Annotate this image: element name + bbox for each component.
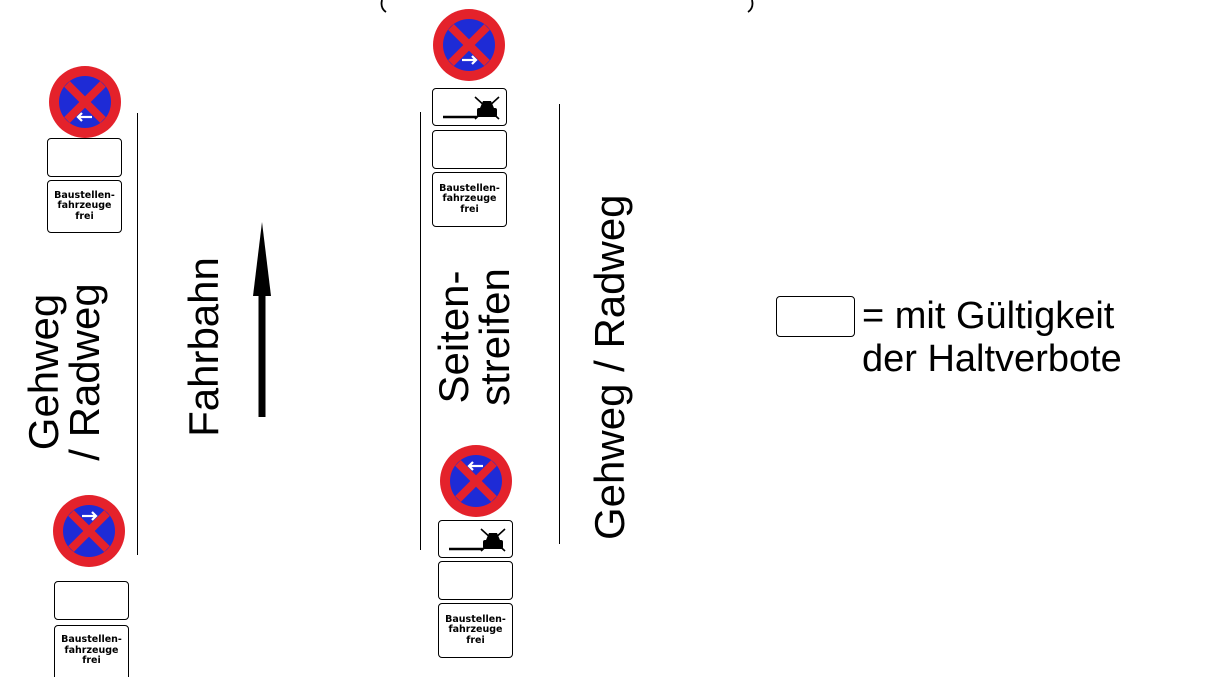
parking-strip-plate-mid-top <box>432 88 507 126</box>
lane-line-left <box>137 113 138 555</box>
no-stopping-sign-left-bottom <box>53 495 125 567</box>
parking-strip-plate-mid-bottom <box>438 520 513 558</box>
construction-vehicles-plate-left-bottom: Baustellen- fahrzeuge frei <box>54 625 129 677</box>
label-roadway: Fahrbahn <box>180 257 227 437</box>
blank-supplementary-plate-left-top <box>47 138 122 177</box>
plate-text-line2: fahrzeuge <box>64 644 119 656</box>
car-on-strip-icon <box>449 528 506 552</box>
plate-text-line3: frei <box>82 655 101 667</box>
plate-text-line1: Baustellen- <box>61 634 122 646</box>
lane-line-middle <box>420 112 421 550</box>
label-left-sidewalk: Gehweg / Radweg <box>20 247 117 497</box>
construction-vehicles-plate-mid-bottom: Baustellen- fahrzeuge frei <box>438 603 513 658</box>
legend-text-line1: = mit Gültigkeit <box>862 295 1115 337</box>
label-side-strip: Seiten- streifen <box>430 237 527 437</box>
label-side-strip-line1: Seiten- <box>430 270 477 404</box>
legend-text-line2: der Haltverbote <box>862 338 1122 380</box>
no-stopping-sign-left-top <box>49 66 121 138</box>
plate-text-line3: frei <box>466 634 485 646</box>
plate-text-line2: fahrzeuge <box>57 200 112 212</box>
direction-arrow <box>253 222 271 417</box>
arrow-left-icon <box>76 112 92 122</box>
blank-supplementary-plate-left-bottom <box>54 581 129 620</box>
top-bracket-fragment <box>380 0 754 13</box>
plate-text-line1: Baustellen- <box>445 613 506 625</box>
arrow-right-icon <box>82 511 98 521</box>
no-stopping-sign-mid-top <box>433 9 505 81</box>
plate-text-line3: frei <box>460 203 479 215</box>
label-right-sidewalk: Gehweg / Radweg <box>586 194 633 540</box>
plate-text-line2: fahrzeuge <box>442 193 497 205</box>
construction-vehicles-plate-left-top: Baustellen- fahrzeuge frei <box>47 180 122 233</box>
plate-text-line3: frei <box>75 210 94 222</box>
plate-text-line1: Baustellen- <box>54 189 115 201</box>
label-side-strip-line2: streifen <box>471 268 519 406</box>
label-left-sidewalk-line1: Gehweg <box>20 293 67 451</box>
no-stopping-sign-mid-bottom <box>440 445 512 517</box>
lane-line-right <box>559 104 560 544</box>
blank-supplementary-plate-mid-bottom <box>438 561 513 600</box>
arrow-right-icon <box>462 55 478 65</box>
car-on-strip-icon <box>443 96 500 120</box>
label-left-sidewalk-line2: / Radweg <box>61 283 109 461</box>
plate-text-line2: fahrzeuge <box>448 624 503 636</box>
plate-text-line1: Baustellen- <box>439 182 500 194</box>
arrow-left-icon <box>467 461 483 471</box>
construction-vehicles-plate-mid-top: Baustellen- fahrzeuge frei <box>432 172 507 227</box>
legend-blank-plate <box>776 296 855 337</box>
blank-supplementary-plate-mid-top <box>432 130 507 169</box>
